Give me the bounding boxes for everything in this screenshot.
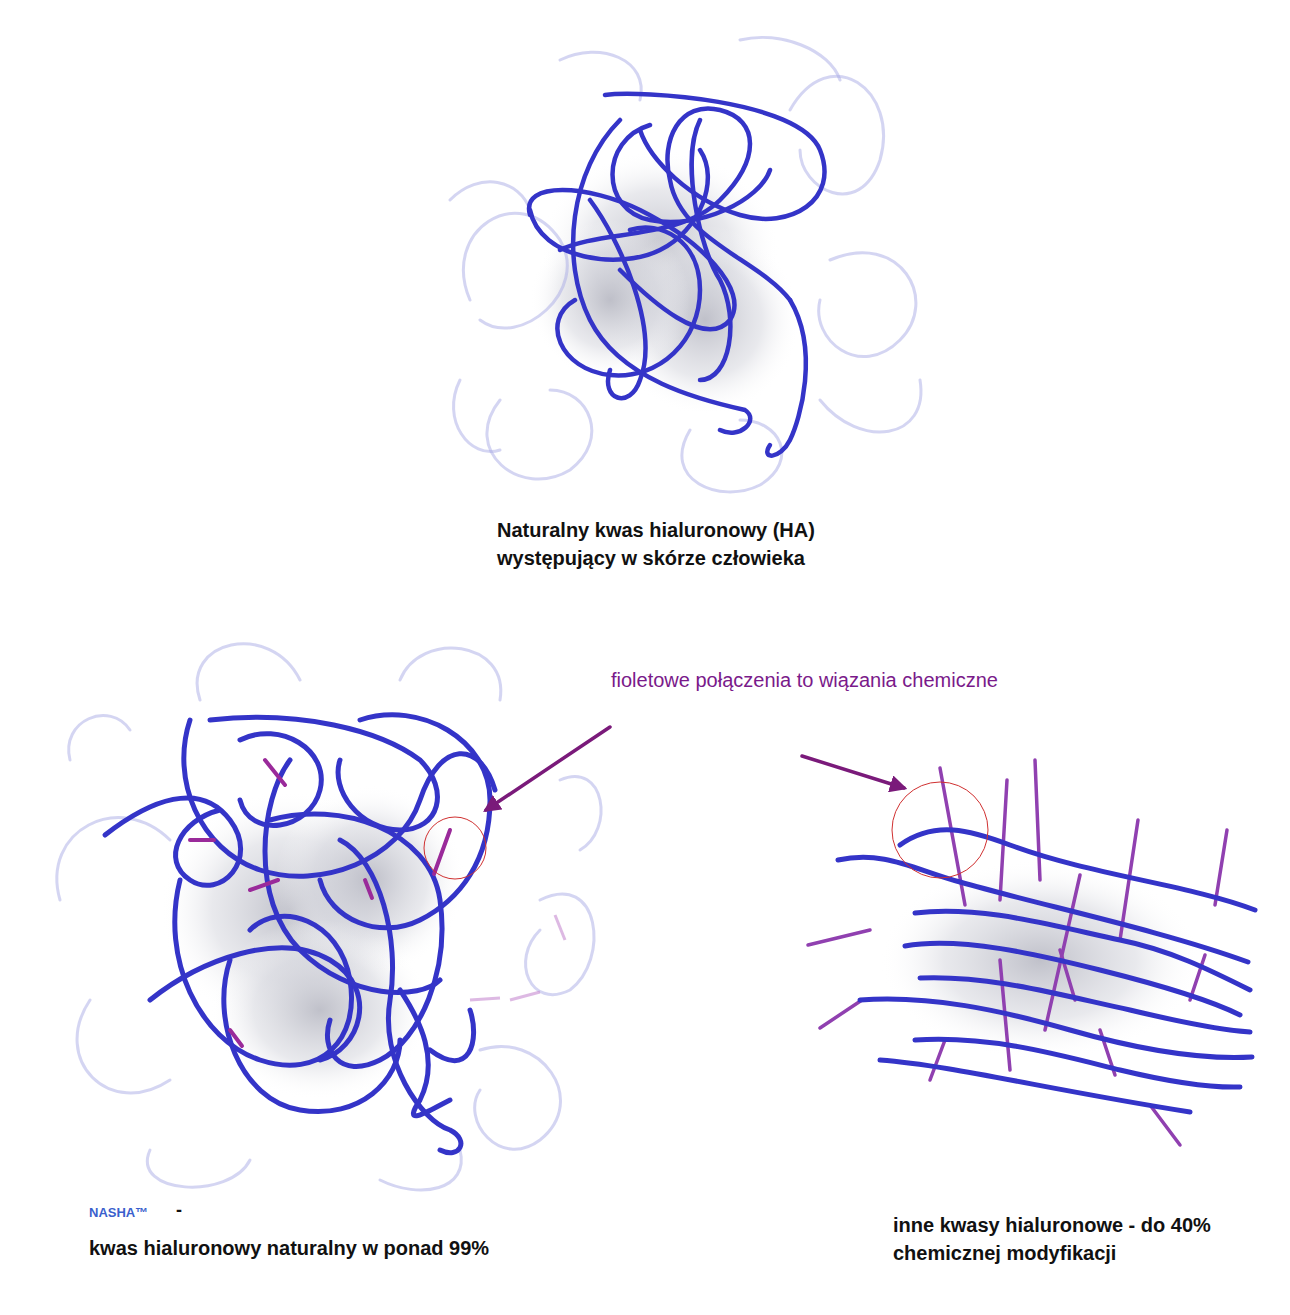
shade-blob bbox=[880, 860, 1200, 1060]
ha-chain bbox=[150, 948, 360, 1060]
ha-chain bbox=[573, 120, 750, 433]
ha-chain bbox=[224, 960, 400, 1112]
ha-chain bbox=[557, 228, 700, 376]
crosslink bbox=[365, 880, 372, 898]
ha-chain bbox=[400, 990, 450, 1116]
pointer-arrow bbox=[486, 727, 610, 810]
background-chain bbox=[77, 1000, 170, 1093]
natural-ha-figure bbox=[450, 37, 921, 492]
ha-chain bbox=[590, 200, 645, 398]
background-chain bbox=[560, 776, 601, 850]
background-chain bbox=[454, 380, 500, 452]
crosslink bbox=[1035, 760, 1040, 880]
dash: - bbox=[176, 1198, 182, 1223]
nasha-figure bbox=[57, 644, 601, 1190]
crosslink bbox=[190, 838, 214, 842]
crosslink bbox=[230, 1030, 242, 1046]
brand-logo: NASHA™ bbox=[89, 1204, 148, 1222]
ha-chain bbox=[900, 830, 1255, 910]
faint-crosslink bbox=[555, 915, 565, 940]
ha-chain bbox=[915, 1039, 1240, 1087]
crosslink bbox=[1215, 830, 1227, 905]
highlight-circle bbox=[424, 817, 486, 879]
background-chain bbox=[790, 76, 884, 194]
ha-chain bbox=[430, 1010, 474, 1061]
ha-chain bbox=[240, 734, 321, 826]
figure-caption: inne kwasy hialuronowe - do 40% chemiczn… bbox=[893, 1211, 1278, 1267]
crosslink bbox=[265, 760, 285, 785]
ha-chain bbox=[880, 1060, 1190, 1112]
crosslink bbox=[808, 930, 870, 945]
figure-caption: kwas hialuronowy naturalny w ponad 99% bbox=[89, 1234, 489, 1262]
highlight-circle bbox=[892, 782, 988, 878]
background-chain bbox=[475, 1046, 561, 1149]
background-chain bbox=[526, 894, 594, 995]
background-chain bbox=[69, 716, 130, 760]
background-chain bbox=[819, 253, 916, 357]
faint-crosslink bbox=[510, 992, 540, 1000]
crosslink bbox=[820, 1000, 862, 1028]
pointer-arrow bbox=[802, 756, 904, 788]
faint-crosslink bbox=[470, 998, 500, 1000]
ha-chain bbox=[530, 150, 708, 260]
crosslink bbox=[250, 880, 278, 890]
background-chain bbox=[740, 37, 840, 80]
ha-chain bbox=[605, 94, 825, 219]
legend-note: fioletowe połączenia to wiązania chemicz… bbox=[611, 666, 998, 694]
modified-ha-figure bbox=[808, 760, 1255, 1145]
background-chain bbox=[197, 644, 300, 700]
ha-chain bbox=[692, 120, 731, 380]
ha-chain bbox=[320, 715, 490, 928]
background-chain bbox=[450, 182, 530, 210]
background-chain bbox=[400, 648, 501, 700]
background-chain bbox=[463, 213, 567, 328]
background-chain bbox=[147, 1150, 250, 1187]
ha-chain bbox=[860, 999, 1252, 1057]
ha-chain bbox=[105, 798, 241, 885]
ha-chain bbox=[838, 857, 1248, 962]
background-chain bbox=[380, 1150, 461, 1190]
background-chain bbox=[820, 380, 921, 432]
ha-chain bbox=[184, 720, 495, 876]
crosslink bbox=[1045, 875, 1080, 1030]
figure-caption: Naturalny kwas hialuronowy (HA) występuj… bbox=[497, 516, 897, 572]
background-chain bbox=[487, 390, 592, 479]
crosslink bbox=[434, 830, 450, 874]
ha-chain bbox=[767, 300, 806, 456]
crosslink bbox=[930, 1040, 945, 1080]
ha-chain bbox=[265, 760, 440, 992]
